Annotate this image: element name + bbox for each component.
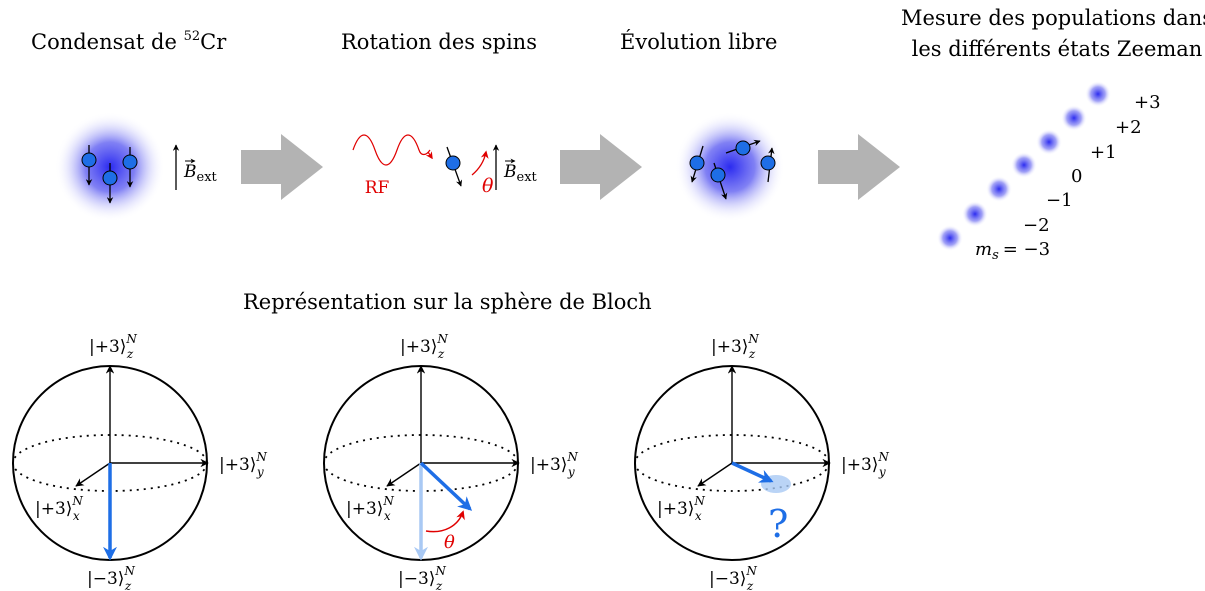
spin-down: [122, 147, 138, 188]
step-rotation-title: Rotation des spins: [341, 30, 537, 54]
population-blob: [1011, 152, 1037, 178]
evolved-spin: [710, 162, 728, 200]
x-axis: [697, 462, 733, 487]
bloch-title: Représentation sur la sphère de Bloch: [243, 290, 652, 314]
zeeman-level-label: +1: [1090, 142, 1117, 163]
zeeman-populations: [937, 81, 1111, 251]
population-blob: [962, 201, 988, 227]
b-ext-label: Bext: [183, 162, 218, 185]
evolved-spin: [689, 145, 705, 183]
theta-rotation-arrow: [471, 150, 489, 176]
process-arrow: [241, 134, 323, 200]
step-condensat-title: Condensat de 52Cr: [31, 29, 227, 54]
theta-label: θ: [482, 175, 494, 197]
ms-label: ms= −3: [975, 239, 1050, 263]
process-arrow: [560, 134, 642, 200]
rotated-state-vector: [419, 461, 473, 511]
rf-wave-path: [352, 134, 431, 166]
rotated-spin: [445, 146, 463, 187]
zeeman-level-label: −1: [1046, 190, 1073, 211]
process-arrow: [818, 134, 900, 200]
step-mesure-title-line1: Mesure des populations dans: [901, 6, 1205, 30]
population-blob: [937, 225, 963, 251]
question-mark: ?: [768, 502, 788, 546]
evolved-spin: [725, 139, 761, 156]
theta-label: θ: [444, 532, 455, 553]
zeeman-level-label: −2: [1023, 215, 1050, 236]
zeeman-level-label: +2: [1115, 117, 1142, 138]
evolved-spin: [760, 147, 776, 183]
spin-down: [81, 145, 97, 186]
population-blob: [1085, 81, 1111, 107]
x-axis: [386, 462, 422, 487]
evolved-cloud: [675, 112, 785, 222]
step-mesure-title-line2: les différents états Zeeman: [912, 37, 1203, 61]
rf-wave: [352, 134, 433, 166]
population-blob: [986, 176, 1012, 202]
evolved-state-vector: [731, 461, 774, 483]
b-ext-field-1: Bext: [172, 144, 218, 190]
zeeman-level-label: 0: [1071, 166, 1082, 187]
b-ext-label: Bext: [503, 162, 538, 185]
step-evolution-title: Évolution libre: [620, 30, 777, 54]
spin-down: [102, 163, 118, 204]
population-blob: [1061, 105, 1087, 131]
x-axis: [75, 462, 111, 487]
condensate: [55, 112, 165, 222]
theta-arc: [425, 510, 465, 533]
rf-label: RF: [365, 178, 390, 198]
zeeman-level-label: +3: [1134, 92, 1161, 113]
population-blob: [1036, 129, 1062, 155]
b-ext-field-2: Bext: [492, 144, 538, 190]
